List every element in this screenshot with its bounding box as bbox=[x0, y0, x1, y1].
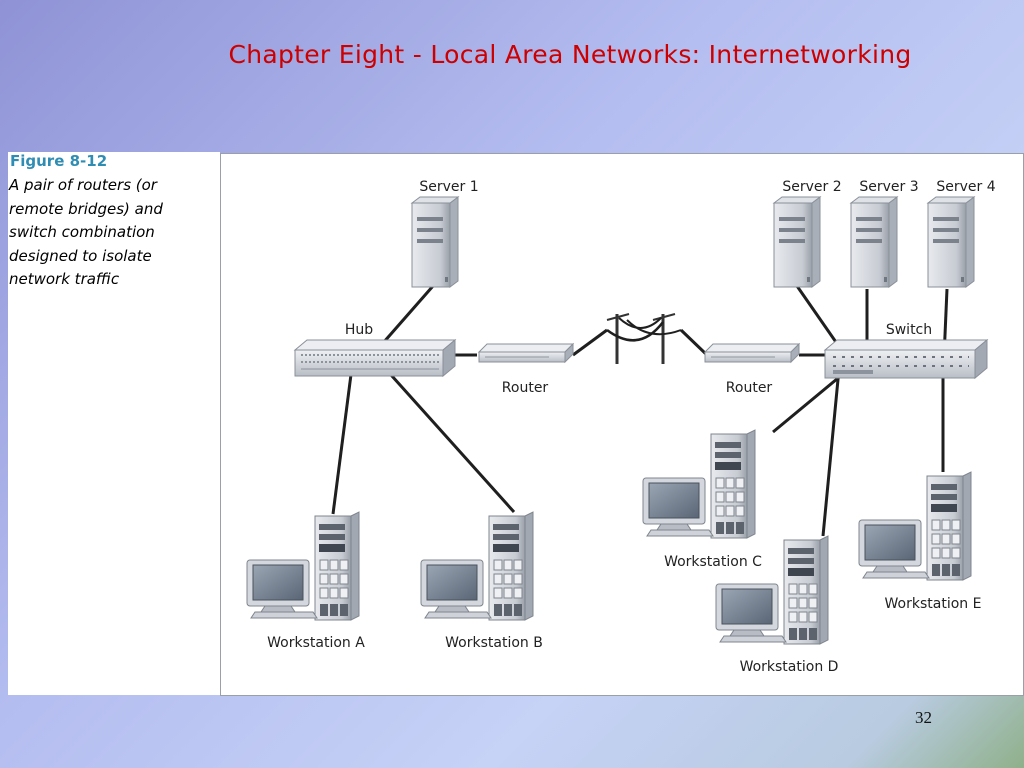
server-4-label: Server 4 bbox=[936, 179, 995, 195]
page-number: 32 bbox=[915, 708, 932, 727]
workstation-d: Workstation D bbox=[715, 535, 839, 675]
switch: Switch bbox=[823, 322, 989, 380]
workstation-b: Workstation B bbox=[420, 511, 543, 651]
workstation-b-label: Workstation B bbox=[445, 635, 543, 651]
wan-link-icon bbox=[606, 313, 682, 364]
workstation-a: Workstation A bbox=[246, 511, 365, 651]
workstation-e: Workstation E bbox=[858, 471, 982, 612]
server-3: Server 3 bbox=[850, 179, 919, 288]
hub: Hub bbox=[293, 322, 457, 378]
workstation-c-label: Workstation C bbox=[664, 554, 762, 570]
figure-number: Figure 8-12 bbox=[10, 152, 108, 170]
hub-label: Hub bbox=[345, 322, 373, 338]
network-diagram: Server 1 Server 2 Server 3 Server 4 Hub … bbox=[220, 153, 1024, 696]
server-1-label: Server 1 bbox=[419, 179, 478, 195]
server-4: Server 4 bbox=[927, 179, 996, 288]
router-2: Router bbox=[704, 343, 800, 396]
switch-label: Switch bbox=[886, 322, 932, 338]
slide-title: Chapter Eight - Local Area Networks: Int… bbox=[228, 40, 912, 69]
network-cables bbox=[331, 285, 949, 537]
workstation-d-label: Workstation D bbox=[740, 659, 839, 675]
workstation-e-label: Workstation E bbox=[885, 596, 982, 612]
server-1: Server 1 bbox=[411, 179, 479, 288]
figure-description: A pair of routers (or remote bridges) an… bbox=[9, 176, 163, 288]
caption-panel: Figure 8-12 A pair of routers (or remote… bbox=[8, 152, 220, 695]
router-2-label: Router bbox=[726, 380, 773, 396]
server-2: Server 2 bbox=[773, 179, 842, 288]
workstation-c: Workstation C bbox=[642, 429, 762, 570]
router-1-label: Router bbox=[502, 380, 549, 396]
workstation-a-label: Workstation A bbox=[267, 635, 365, 651]
server-3-label: Server 3 bbox=[859, 179, 918, 195]
server-2-label: Server 2 bbox=[782, 179, 841, 195]
router-1: Router bbox=[478, 343, 574, 396]
